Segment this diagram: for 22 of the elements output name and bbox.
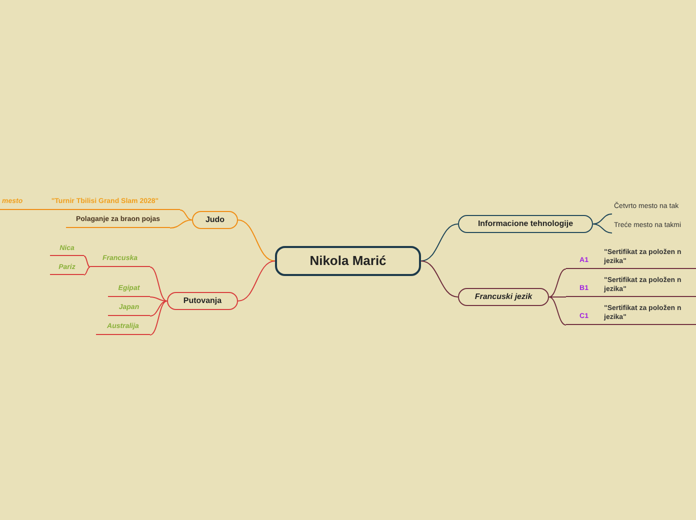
connector-line xyxy=(238,260,276,302)
topic-box: Francuski jezik xyxy=(458,288,549,306)
connector-line xyxy=(150,296,168,302)
connector-line xyxy=(420,260,458,298)
connector-line xyxy=(548,296,566,298)
connector-line xyxy=(548,296,566,326)
connector-line xyxy=(170,220,192,228)
connector-line xyxy=(548,268,566,298)
connector-line xyxy=(592,214,612,224)
connector-line xyxy=(150,300,168,316)
connector-line xyxy=(420,224,458,262)
connector-line xyxy=(84,256,90,268)
connector-line xyxy=(592,224,612,234)
connector-line xyxy=(150,300,168,336)
connector-line xyxy=(150,266,168,302)
connector-line xyxy=(180,210,192,220)
central-topic: Nikola Marić xyxy=(275,246,421,276)
topic-box: Putovanja xyxy=(167,292,238,310)
topic-box: Informacione tehnologije xyxy=(458,215,593,233)
connector-line xyxy=(238,220,276,262)
topic-box: Judo xyxy=(192,211,238,229)
connector-line xyxy=(84,266,90,276)
